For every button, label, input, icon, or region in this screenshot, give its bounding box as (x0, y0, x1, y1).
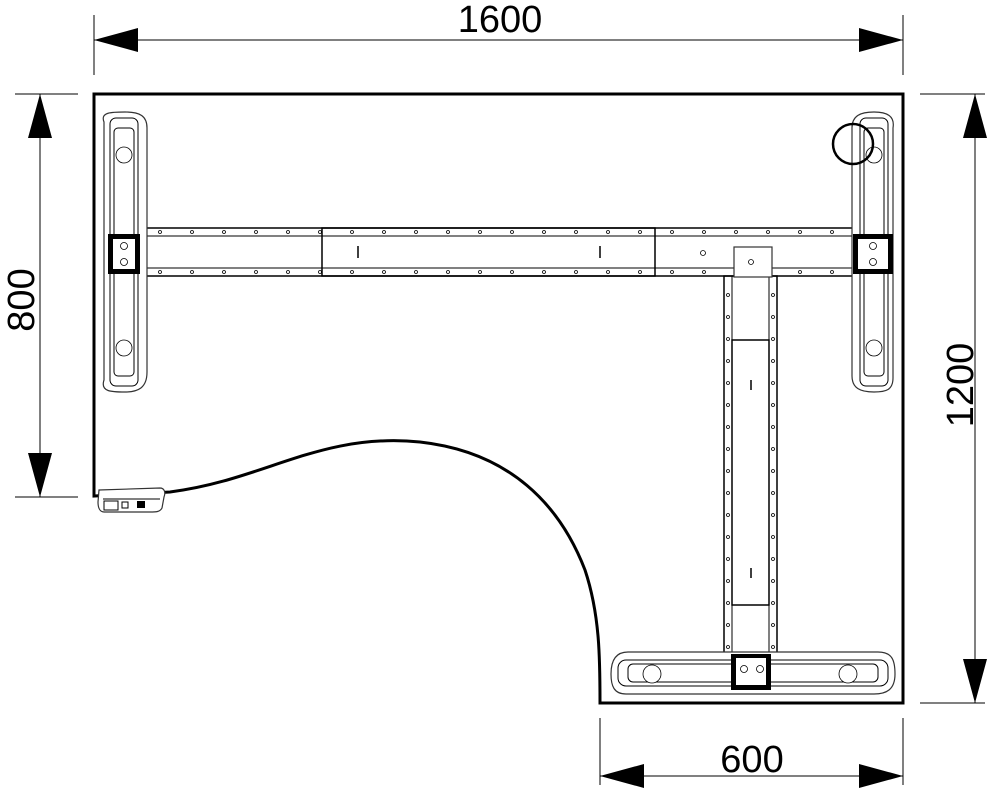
bottom-leg (610, 651, 896, 695)
dimension-left: 800 (1, 93, 78, 498)
left-leg (102, 111, 148, 393)
dimension-right-label: 1200 (940, 343, 982, 428)
desk-top-outline (92, 92, 905, 705)
cable-grommet (831, 122, 875, 166)
dimension-right: 1200 (920, 93, 987, 704)
dimension-top: 1600 (93, 0, 904, 75)
dimension-bottom: 600 (599, 718, 904, 788)
vertical-beam (723, 246, 778, 657)
right-leg (831, 111, 894, 393)
dimension-left-label: 800 (1, 268, 43, 331)
control-unit (97, 487, 166, 513)
dimension-bottom-label: 600 (720, 739, 783, 781)
dimension-top-label: 1600 (458, 0, 543, 41)
